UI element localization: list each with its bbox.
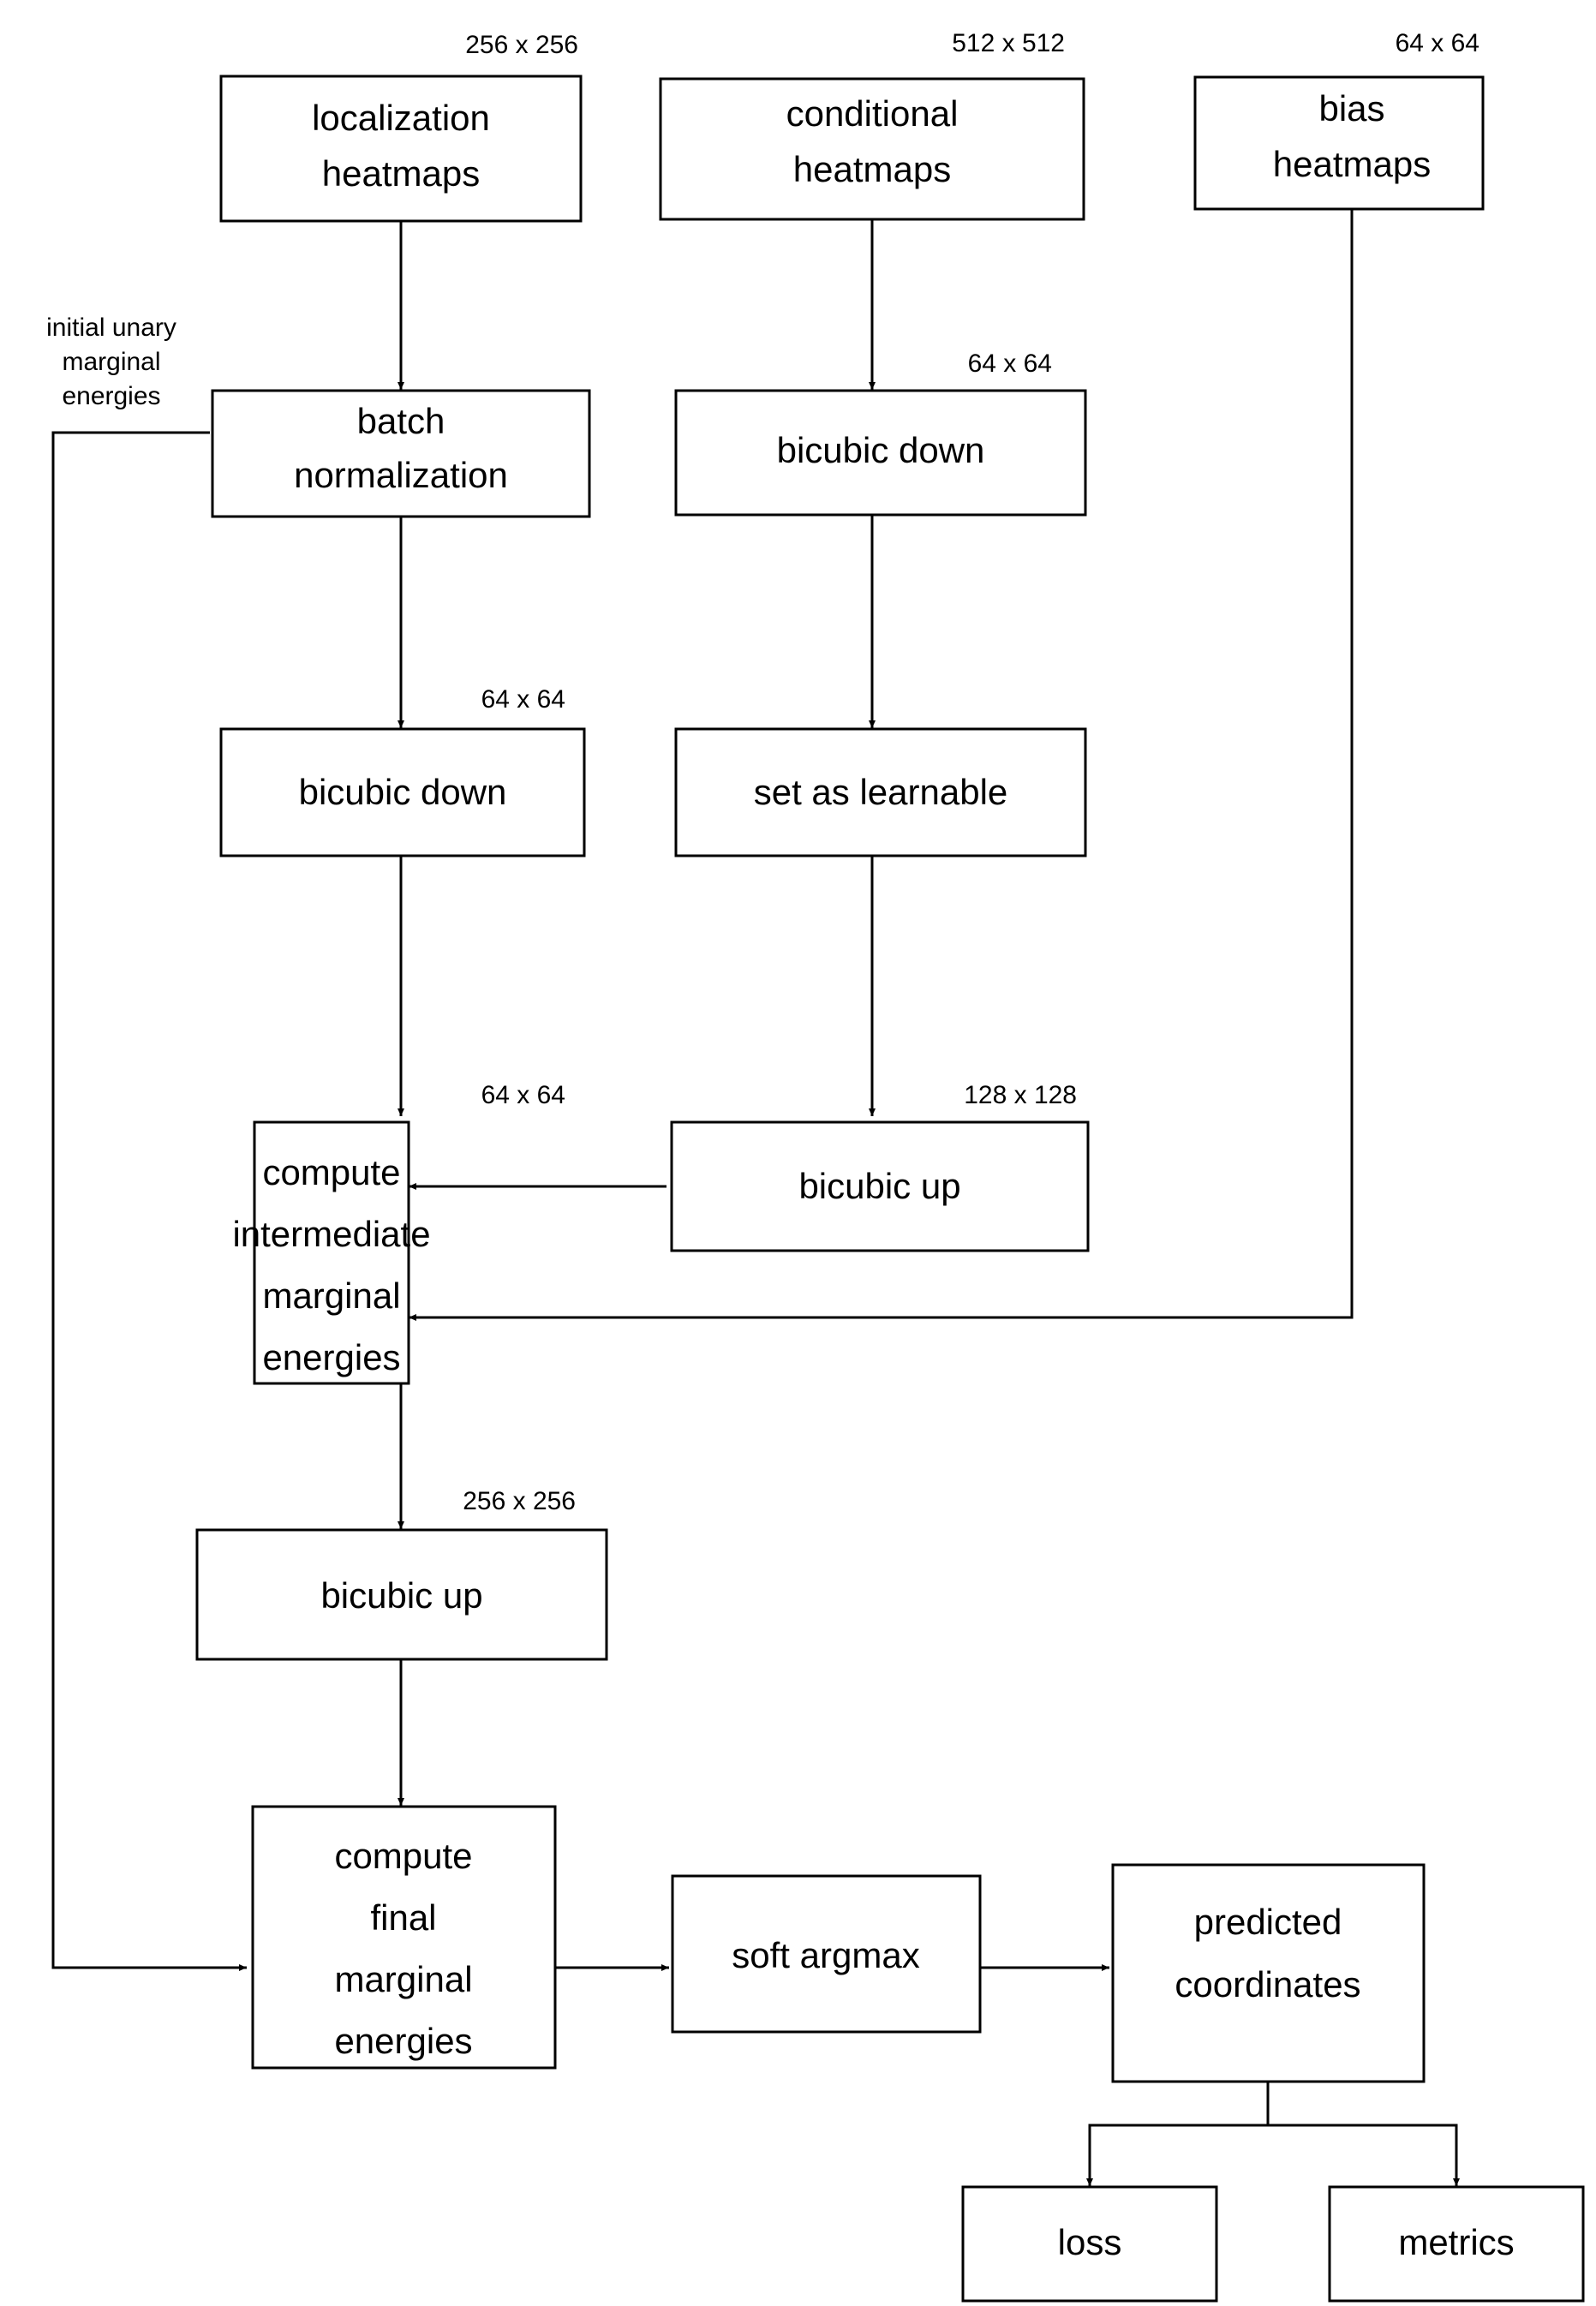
node-label-compute-intermediate-line3: marginal [262,1275,400,1316]
node-label-compute-final-line1: compute [334,1836,472,1876]
annotation-line2: marginal [62,348,160,376]
node-label-predicted-coordinates-line1: predicted [1194,1902,1342,1942]
dimension-label-compute-intermediate: 64 x 64 [481,1081,565,1109]
node-bicubic-up-left[interactable]: bicubic up [195,1528,608,1661]
node-batch-normalization[interactable]: batch normalization [211,389,591,518]
annotation-line1: initial unary [46,314,176,342]
dimension-label-bicubic-down-mid: 64 x 64 [968,349,1052,378]
node-label-bicubic-up-mid: bicubic up [798,1166,960,1206]
node-label-loss: loss [1058,2222,1122,2262]
node-localization-heatmaps[interactable]: localization heatmaps [219,75,583,223]
node-label-compute-final-line4: energies [334,2021,472,2061]
dimension-label-conditional-heatmaps: 512 x 512 [952,29,1065,57]
dimension-label-bicubic-up-left: 256 x 256 [463,1487,576,1515]
node-label-compute-intermediate-line2: intermediate [232,1214,430,1254]
annotation-line3: energies [62,382,160,410]
node-label-compute-intermediate-line4: energies [262,1337,400,1377]
dimension-label-bicubic-up-mid: 128 x 128 [964,1081,1077,1109]
node-compute-intermediate-marginal-energies[interactable]: compute intermediate marginal energies [232,1120,431,1385]
node-label-metrics: metrics [1398,2222,1514,2262]
edge-bias-to-compute-intermediate [409,209,1354,1321]
edge-predicted-coordinates-to-loss [1086,2082,1270,2186]
node-metrics[interactable]: metrics [1328,2185,1585,2303]
dimension-label-bias-heatmaps: 64 x 64 [1396,29,1479,57]
node-label-bias-heatmaps-line2: heatmaps [1273,144,1431,184]
node-label-localization-heatmaps-line1: localization [312,98,490,138]
node-label-compute-intermediate-line1: compute [262,1152,400,1192]
node-compute-final-marginal-energies[interactable]: compute final marginal energies [251,1805,557,2070]
node-label-bicubic-down-mid: bicubic down [777,430,985,470]
node-label-conditional-heatmaps-line1: conditional [786,93,959,134]
node-label-batch-normalization-line1: batch [357,401,445,441]
node-loss[interactable]: loss [961,2185,1218,2303]
node-label-bias-heatmaps-line1: bias [1318,88,1384,128]
node-label-localization-heatmaps-line2: heatmaps [322,153,480,194]
node-label-set-as-learnable: set as learnable [754,772,1008,812]
node-set-as-learnable[interactable]: set as learnable [674,727,1087,857]
node-label-compute-final-line2: final [370,1897,436,1938]
edge-initial-unary-marginal-energies [51,431,247,1971]
node-label-bicubic-down-left: bicubic down [299,772,507,812]
edge-predicted-coordinates-to-metrics [1268,2124,1460,2186]
node-bias-heatmaps[interactable]: bias heatmaps [1193,75,1485,211]
node-conditional-heatmaps[interactable]: conditional heatmaps [659,77,1085,221]
node-predicted-coordinates[interactable]: predicted coordinates [1111,1863,1426,2083]
node-label-predicted-coordinates-line2: coordinates [1175,1964,1360,2004]
node-bicubic-up-mid[interactable]: bicubic up [670,1120,1090,1252]
node-label-bicubic-up-left: bicubic up [320,1575,482,1616]
node-bicubic-down-left[interactable]: bicubic down [219,727,586,857]
node-label-batch-normalization-line2: normalization [294,455,508,495]
node-soft-argmax[interactable]: soft argmax [671,1874,982,2034]
annotation-initial-unary-marginal-energies: initial unary marginal energies [46,314,176,410]
dimension-label-localization-heatmaps: 256 x 256 [465,31,578,59]
dimension-label-bicubic-down-left: 64 x 64 [481,685,565,714]
node-label-soft-argmax: soft argmax [732,1935,919,1975]
node-label-compute-final-line3: marginal [334,1959,472,1999]
node-label-conditional-heatmaps-line2: heatmaps [793,149,951,189]
node-bicubic-down-mid[interactable]: bicubic down [674,389,1087,517]
